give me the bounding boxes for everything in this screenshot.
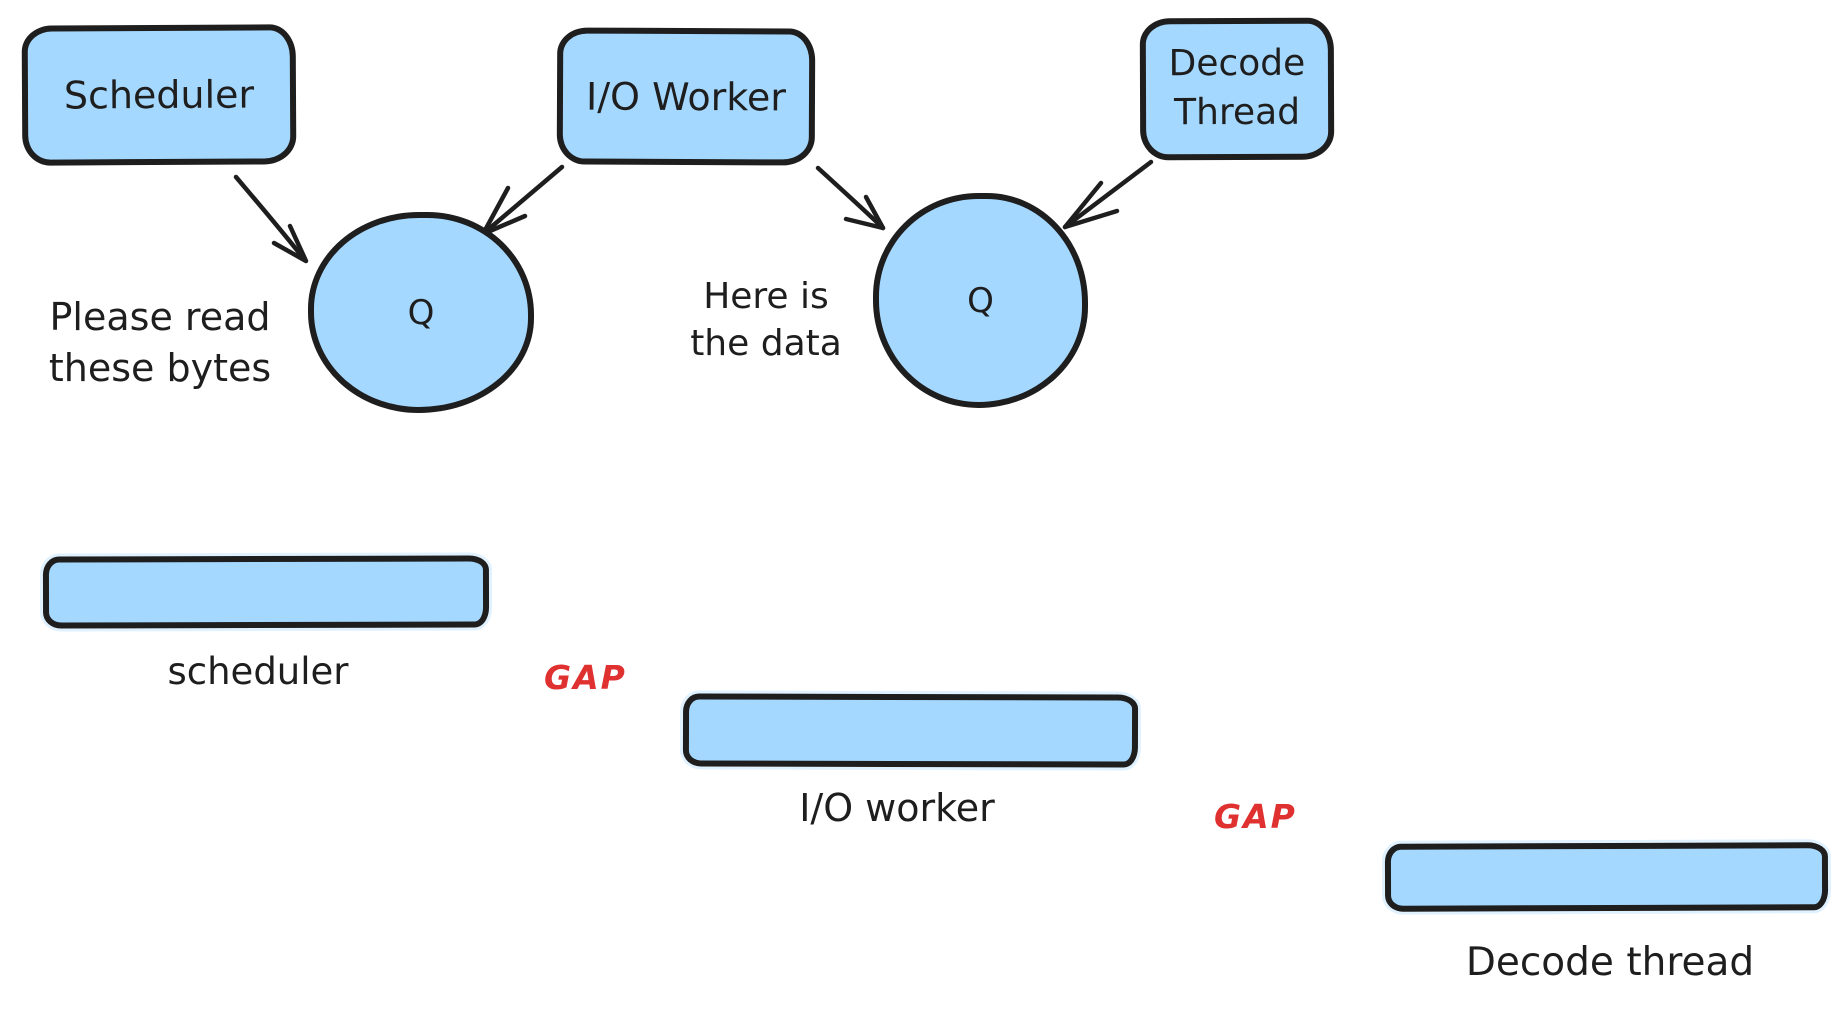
io-worker-node: I/O Worker [556, 27, 816, 166]
arrow-scheduler-to-queue1 [233, 174, 309, 264]
timeline-bar-io-worker [682, 693, 1139, 768]
queue1-circle: Q [308, 212, 534, 413]
queue2-circle: Q [873, 193, 1088, 408]
gap-label-2: GAP [1214, 797, 1297, 836]
arrow-decode-thread-to-queue2 [1062, 159, 1154, 230]
timeline-bar-scheduler [42, 555, 490, 629]
timeline-bar-io-worker-label: I/O worker [799, 786, 995, 830]
gap-label-1: GAP [544, 658, 627, 697]
scheduler-node: Scheduler [21, 24, 297, 166]
timeline-bar-decode-thread [1384, 842, 1829, 912]
timeline-bar-decode-thread-label: Decode thread [1465, 940, 1755, 985]
timeline-bar-scheduler-label: scheduler [167, 650, 349, 693]
annotation-here-is-the-data: Here is the data [690, 276, 842, 364]
decode-thread-node: Decode Thread [1139, 17, 1335, 161]
arrow-io-worker-to-queue1 [480, 164, 565, 237]
annotation-please-read-these-bytes: Please read these bytes [48, 295, 272, 391]
arrow-io-worker-to-queue2 [815, 165, 886, 231]
